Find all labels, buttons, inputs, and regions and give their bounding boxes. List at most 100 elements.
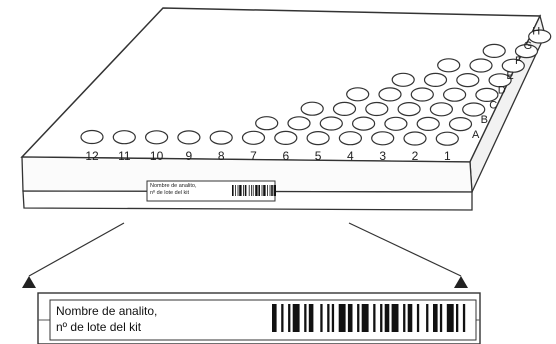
well-A10 <box>145 130 169 145</box>
well-B4 <box>352 116 376 131</box>
barcode-bar <box>304 304 307 332</box>
barcode-bar <box>288 304 291 332</box>
well-grid <box>80 29 552 146</box>
barcode-bar <box>433 304 438 332</box>
row-label-C: C <box>489 99 497 111</box>
barcode-bar <box>252 185 254 196</box>
barcode-bar <box>258 185 260 196</box>
row-label-F: F <box>515 55 522 67</box>
well-A7 <box>241 130 266 145</box>
well-F1 <box>501 58 525 73</box>
column-label-9: 9 <box>186 149 193 163</box>
well-A5 <box>306 131 330 146</box>
barcode-bar <box>269 185 271 196</box>
barcode-bar <box>407 304 413 332</box>
barcode-bar <box>239 185 242 196</box>
column-label-1: 1 <box>444 149 451 163</box>
well-B6 <box>287 116 311 131</box>
mini-barcode <box>232 185 276 196</box>
mini-label-text: Nombre de analito, nº de lote del kit <box>150 183 228 201</box>
well-C4 <box>365 101 389 117</box>
big-label-text: Nombre de analito, nº de lote del kit <box>56 303 256 339</box>
barcode-bar <box>446 304 454 332</box>
well-B1 <box>448 116 473 132</box>
well-A4 <box>338 131 362 146</box>
mini-label-line2: nº de lote del kit <box>150 190 190 196</box>
barcode-bar <box>263 185 266 196</box>
column-label-6: 6 <box>282 149 289 163</box>
barcode-bar <box>331 304 335 332</box>
well-A6 <box>274 130 298 145</box>
barcode-bar <box>426 304 429 332</box>
well-B5 <box>319 116 343 131</box>
barcode-bar <box>272 304 277 332</box>
barcode-bar <box>439 304 443 332</box>
column-label-12: 12 <box>85 149 99 163</box>
barcode-bar <box>357 304 360 332</box>
barcode-bar <box>416 304 420 332</box>
well-F3 <box>437 58 461 73</box>
barcode-bar <box>267 185 268 196</box>
barcode-bar <box>243 185 244 196</box>
row-label-G: G <box>524 40 533 52</box>
well-D3 <box>410 87 434 102</box>
well-E3 <box>423 72 448 88</box>
column-label-2: 2 <box>412 149 419 163</box>
column-label-4: 4 <box>347 149 354 163</box>
big-label-line2: nº de lote del kit <box>56 320 142 334</box>
well-D2 <box>443 87 467 102</box>
well-D5 <box>346 87 370 102</box>
well-A2 <box>403 131 427 146</box>
column-label-8: 8 <box>218 149 225 163</box>
barcode-bar <box>292 304 300 332</box>
callout-line-left <box>28 222 125 277</box>
well-E4 <box>391 72 415 87</box>
well-C6 <box>300 101 324 116</box>
barcode-bar <box>380 304 383 332</box>
column-label-5: 5 <box>315 149 322 163</box>
well-G2 <box>482 43 506 59</box>
barcode-bar <box>384 304 390 332</box>
row-label-H: H <box>532 25 540 37</box>
column-label-11: 11 <box>118 149 131 163</box>
well-D4 <box>378 87 402 102</box>
big-label-line1: Nombre de analito, <box>56 304 158 318</box>
triangle-arrowhead-right-icon <box>454 276 468 288</box>
well-C5 <box>332 101 357 117</box>
well-B7 <box>255 116 279 131</box>
well-C1 <box>462 102 486 117</box>
well-C2 <box>429 102 453 117</box>
well-A12 <box>80 129 104 145</box>
barcode-bar <box>308 304 314 332</box>
well-A1 <box>435 131 459 146</box>
barcode-bar <box>273 185 276 196</box>
row-label-D: D <box>498 85 506 97</box>
barcode-bar <box>244 185 247 196</box>
well-E1 <box>488 73 512 88</box>
barcode-bar <box>261 185 263 196</box>
barcode-bar <box>281 304 284 332</box>
well-C3 <box>397 101 421 117</box>
row-label-B: B <box>481 114 488 126</box>
column-label-7: 7 <box>250 149 257 163</box>
barcode-bar <box>327 304 330 332</box>
barcode-bar <box>271 185 273 196</box>
barcode-bar <box>347 304 353 332</box>
column-label-10: 10 <box>150 149 164 163</box>
triangle-arrowhead-left-icon <box>22 276 36 288</box>
well-E2 <box>456 72 480 88</box>
barcode-bar <box>403 304 406 332</box>
barcode-bar <box>373 304 376 332</box>
well-D1 <box>475 87 499 103</box>
well-G1 <box>514 43 539 59</box>
barcode-bar <box>237 185 239 196</box>
barcode-bar <box>338 304 346 332</box>
mini-label-line1: Nombre de analito, <box>150 183 197 189</box>
callout-line-right <box>348 222 462 277</box>
well-A8 <box>209 130 233 145</box>
barcode-bar <box>255 185 258 196</box>
barcode-bar <box>320 304 323 332</box>
